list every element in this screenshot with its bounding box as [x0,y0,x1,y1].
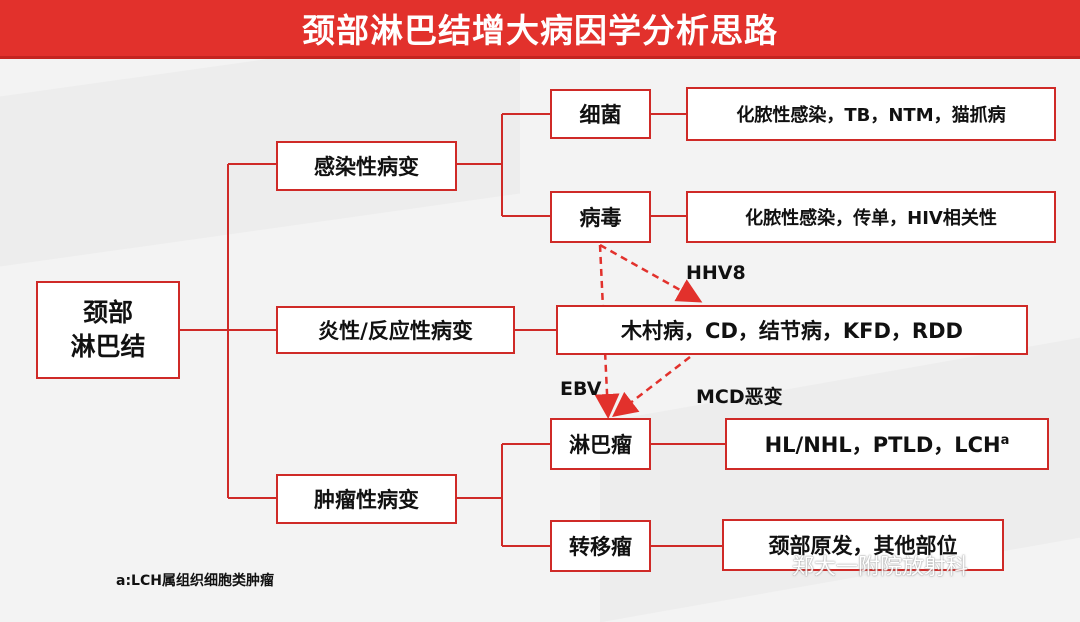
root-line-2: 淋巴结 [70,332,146,361]
title-banner: 颈部淋巴结增大病因学分析思路 [0,0,1080,59]
arrow-label-mcd: MCD恶变 [696,386,783,408]
subcategory-metastasis: 转移瘤 [550,520,651,572]
category-tumor-label: 肿瘤性病变 [314,488,419,512]
page-title: 颈部淋巴结增大病因学分析思路 [302,11,778,50]
subcategory-lymphoma-label: 淋巴瘤 [569,433,632,457]
subcategory-bacteria: 细菌 [550,89,651,139]
detail-virus-text: 化脓性感染，传单，HIV相关性 [745,208,997,229]
detail-inflammatory: 木村病，CD，结节病，KFD，RDD [556,305,1028,355]
footnote: a:LCH属组织细胞类肿瘤 [116,573,274,589]
detail-metastasis: 颈部原发，其他部位 [722,519,1004,571]
detail-lymphoma-text: HL/NHL，PTLD，LCHa [764,433,1010,457]
detail-inflammatory-text: 木村病，CD，结节病，KFD，RDD [621,319,963,343]
subcategory-bacteria-label: 细菌 [579,103,622,127]
root-line-1: 颈部 [82,298,133,327]
subcategory-virus-label: 病毒 [579,206,622,230]
detail-metastasis-text: 颈部原发，其他部位 [768,534,958,558]
category-inflammatory: 炎性/反应性病变 [276,306,515,354]
subcategory-lymphoma: 淋巴瘤 [550,418,651,470]
detail-bacteria-text: 化脓性感染，TB，NTM，猫抓病 [736,105,1006,126]
category-inflammatory-label: 炎性/反应性病变 [318,319,473,343]
connector-lines [179,113,725,547]
root-node: 颈部 淋巴结 [36,281,180,379]
subcategory-virus: 病毒 [550,191,651,243]
category-infection: 感染性病变 [276,141,457,191]
detail-bacteria: 化脓性感染，TB，NTM，猫抓病 [686,87,1056,141]
footnote-marker: a [1000,433,1010,448]
category-tumor: 肿瘤性病变 [276,474,457,524]
category-infection-label: 感染性病变 [314,155,419,179]
arrow-label-ebv: EBV [560,378,602,400]
watermark: 郑大一附院放射科 [792,555,969,580]
detail-virus: 化脓性感染，传单，HIV相关性 [686,191,1056,243]
detail-lymphoma: HL/NHL，PTLD，LCHa [725,418,1049,470]
arrow-label-hhv8: HHV8 [686,262,746,284]
subcategory-metastasis-label: 转移瘤 [569,535,632,559]
